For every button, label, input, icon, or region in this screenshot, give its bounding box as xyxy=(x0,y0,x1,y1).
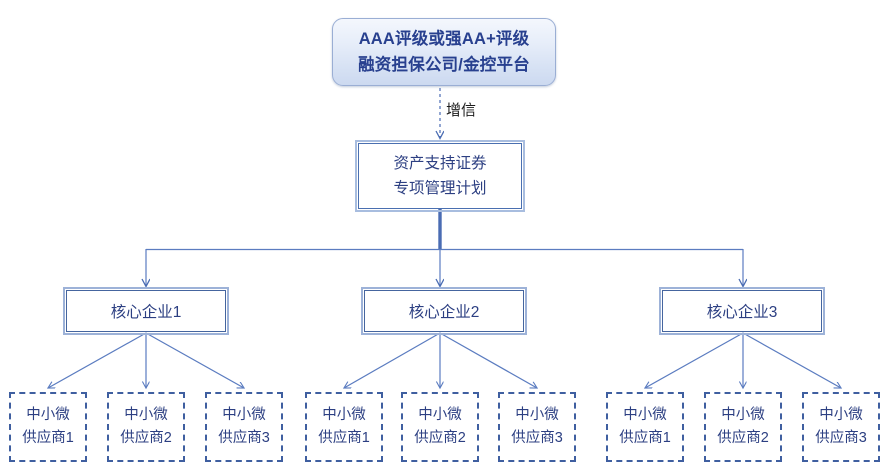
supplier-line-2: 供应商1 xyxy=(619,430,671,446)
supplier-line-2: 供应商2 xyxy=(414,430,466,446)
supplier-node-g1-1[interactable]: 中小微 供应商1 xyxy=(9,392,87,462)
plan-line-1: 资产支持证券 xyxy=(393,155,487,172)
supplier-line-1: 中小微 xyxy=(721,407,765,423)
supplier-line-2: 供应商3 xyxy=(218,430,270,446)
supplier-line-1: 中小微 xyxy=(322,407,366,423)
core-enterprise-node-2[interactable]: 核心企业2 xyxy=(361,287,527,335)
edges-core3-to-suppliers xyxy=(645,332,841,388)
core-enterprise-label-1: 核心企业1 xyxy=(110,304,182,321)
core-enterprise-node-3[interactable]: 核心企业3 xyxy=(659,287,825,335)
edge-distribution-bus xyxy=(146,248,743,286)
supplier-node-g3-3[interactable]: 中小微 供应商3 xyxy=(802,392,880,462)
guarantor-node[interactable]: AAA评级或强AA+评级 融资担保公司/金控平台 xyxy=(332,18,556,86)
core-enterprise-label-3: 核心企业3 xyxy=(706,304,778,321)
supplier-line-2: 供应商2 xyxy=(120,430,172,446)
supplier-node-g1-3[interactable]: 中小微 供应商3 xyxy=(205,392,283,462)
supplier-node-g2-3[interactable]: 中小微 供应商3 xyxy=(498,392,576,462)
supplier-node-g2-1[interactable]: 中小微 供应商1 xyxy=(305,392,383,462)
supplier-line-1: 中小微 xyxy=(124,407,168,423)
supplier-line-1: 中小微 xyxy=(418,407,462,423)
supplier-node-g1-2[interactable]: 中小微 供应商2 xyxy=(107,392,185,462)
core-enterprise-label-2: 核心企业2 xyxy=(408,304,480,321)
core-enterprise-node-1[interactable]: 核心企业1 xyxy=(63,287,229,335)
supplier-line-2: 供应商1 xyxy=(318,430,370,446)
supplier-line-1: 中小微 xyxy=(515,407,559,423)
supplier-line-2: 供应商2 xyxy=(717,430,769,446)
supplier-node-g3-1[interactable]: 中小微 供应商1 xyxy=(606,392,684,462)
plan-line-2: 专项管理计划 xyxy=(393,180,487,197)
supplier-line-2: 供应商3 xyxy=(511,430,563,446)
supplier-line-1: 中小微 xyxy=(819,407,863,423)
supplier-line-2: 供应商3 xyxy=(815,430,867,446)
supplier-node-g2-2[interactable]: 中小微 供应商2 xyxy=(401,392,479,462)
edge-label-credit-enhancement: 增信 xyxy=(446,102,477,119)
supplier-line-1: 中小微 xyxy=(222,407,266,423)
edges-core2-to-suppliers xyxy=(344,332,537,388)
guarantor-line-2: 融资担保公司/金控平台 xyxy=(358,56,530,74)
supplier-line-1: 中小微 xyxy=(623,407,667,423)
supplier-line-1: 中小微 xyxy=(26,407,70,423)
supplier-node-g3-2[interactable]: 中小微 供应商2 xyxy=(704,392,782,462)
guarantor-line-1: AAA评级或强AA+评级 xyxy=(358,30,530,48)
abs-special-plan-node[interactable]: 资产支持证券 专项管理计划 xyxy=(355,140,525,212)
supplier-line-2: 供应商1 xyxy=(22,430,74,446)
edges-core1-to-suppliers xyxy=(48,332,244,388)
